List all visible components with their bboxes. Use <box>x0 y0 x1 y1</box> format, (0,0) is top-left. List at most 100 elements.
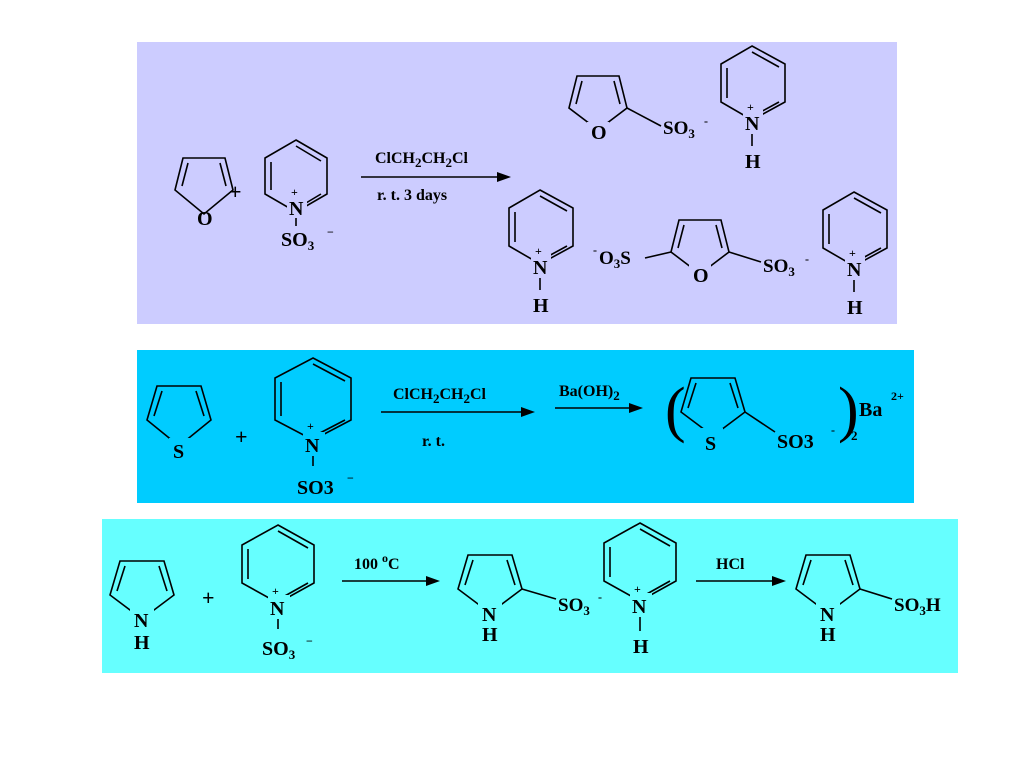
open-parenthesis: ( <box>665 376 686 444</box>
plus-sign: + <box>202 585 215 610</box>
positive-charge: + <box>535 244 542 258</box>
reaction-arrow <box>342 576 440 586</box>
pyrrole-2-sulfonic-acid-product: N H SO3H <box>795 554 941 646</box>
panel-background <box>102 519 958 673</box>
reaction-panel-furan: O + N + SO3 − ClCH2CH2Cl r. t. 3 days O … <box>137 42 897 324</box>
label-mask <box>701 428 723 450</box>
reaction-arrow <box>696 576 786 586</box>
pyridinium-cation: N + H <box>508 189 574 317</box>
furan-ring <box>174 157 234 216</box>
nitrogen-label: N <box>305 435 320 457</box>
oxygen-label: O <box>591 122 607 144</box>
close-parenthesis: ) <box>838 376 859 444</box>
furan-double-bond-right <box>613 80 621 105</box>
pyrrole-double-bond-left <box>116 565 126 592</box>
negative-charge: − <box>306 634 313 648</box>
pyridine-double-bond-a <box>295 145 322 162</box>
nitrogen-label: N <box>289 198 304 220</box>
pyridinium-cation: N + H <box>720 45 786 173</box>
sulfur-label: S <box>705 433 716 455</box>
pyridine-sulfur-trioxide: N + SO3 − <box>274 357 354 499</box>
negative-charge: - <box>831 423 835 437</box>
label-mask <box>845 256 865 278</box>
hydrogen-label: H <box>820 624 836 646</box>
positive-charge: + <box>307 419 314 433</box>
o3s-label: O3S <box>599 248 631 271</box>
panel-background <box>137 350 914 503</box>
label-mask <box>169 438 191 460</box>
furan-double-bond-left <box>181 162 189 187</box>
nitrogen-label: N <box>745 113 760 135</box>
so3-label: SO3 <box>777 431 814 453</box>
positive-charge: + <box>634 582 641 596</box>
pyridine-double-bond-a <box>539 195 568 212</box>
pyridine-double-bond-a <box>277 530 309 549</box>
reaction-scheme-furan: O + N + SO3 − ClCH2CH2Cl r. t. 3 days O … <box>137 42 897 324</box>
hydrogen-label: H <box>134 632 150 654</box>
oxygen-label: O <box>197 208 213 230</box>
label-mask <box>130 607 154 629</box>
pyridinium-cation: N + H <box>822 191 888 319</box>
nitrogen-label: N <box>482 604 497 626</box>
s-c-bond <box>644 251 672 259</box>
hydrogen-label: H <box>745 151 761 173</box>
panel-background <box>137 42 897 324</box>
nitrogen-label: N <box>820 604 835 626</box>
stoichiometry-subscript: 2 <box>851 428 858 443</box>
furan-double-bond-right <box>715 224 723 249</box>
plus-sign: + <box>235 424 248 449</box>
pyrrole-double-bond-right <box>506 559 516 586</box>
pyrrole-molecule: N H <box>109 560 175 654</box>
furan-double-bond-right <box>219 162 227 187</box>
nitrogen-label: N <box>533 257 548 279</box>
reaction-temperature: 100 oC <box>354 551 400 573</box>
reagent-hydrochloric-acid: HCl <box>716 556 745 573</box>
pyridine-double-bond-a <box>853 197 882 214</box>
reaction-time-temperature: r. t. 3 days <box>377 187 447 204</box>
so3-label: SO3 <box>281 229 315 253</box>
thiophene-2-sulfonate: S SO3 - <box>680 377 835 455</box>
negative-charge: - <box>598 590 602 604</box>
oxygen-label: O <box>693 265 709 287</box>
sulfur-label: S <box>173 441 184 463</box>
label-mask <box>816 601 840 623</box>
barium-thiophene-sulfonate: ( S SO3 - ) 2 Ba 2+ <box>665 376 904 455</box>
reaction-panel-thiophene: S + N + SO3 − ClCH2CH2Cl r. t. Ba(OH)2 (… <box>137 350 914 503</box>
barium-label: Ba <box>859 399 882 421</box>
label-mask <box>268 595 290 617</box>
negative-charge: - <box>704 114 708 128</box>
reaction-solvent: ClCH2CH2Cl <box>375 150 469 170</box>
nitrogen-label: N <box>134 610 149 632</box>
positive-charge: + <box>747 100 754 114</box>
reagent-barium-hydroxide: Ba(OH)2 <box>559 383 620 403</box>
label-mask <box>743 110 763 132</box>
hydrogen-label: H <box>482 624 498 646</box>
positive-charge: + <box>272 584 279 598</box>
c-s-bond <box>521 588 557 600</box>
pyridine-sulfur-trioxide: N + SO3 − <box>264 139 334 253</box>
so3-label: SO3 <box>297 477 334 499</box>
nitrogen-label: N <box>270 598 285 620</box>
pyridine-double-bond-a <box>312 363 346 382</box>
positive-charge: + <box>849 246 856 260</box>
reaction-arrow <box>555 403 643 413</box>
label-mask <box>587 122 609 142</box>
nitrogen-label: N <box>632 596 647 618</box>
reaction-solvent: ClCH2CH2Cl <box>393 386 487 406</box>
negative-charge: − <box>347 471 354 485</box>
label-mask <box>478 601 502 623</box>
pyridine-double-bond-a <box>751 51 780 68</box>
reaction-arrow <box>381 407 535 417</box>
label-mask <box>630 593 652 615</box>
reaction-panel-pyrrole: N H + N + SO3 − 100 oC N H SO3 - <box>102 519 958 673</box>
pyrrole-double-bond-right <box>158 565 168 592</box>
hydrogen-label: H <box>533 295 549 317</box>
thiophene-double-bond-right <box>729 382 739 409</box>
pyrrole-double-bond-left <box>464 559 474 586</box>
negative-charge: - <box>805 252 809 266</box>
thiophene-double-bond-left <box>153 390 163 417</box>
so3-label: SO3 <box>558 595 590 618</box>
label-mask <box>287 196 307 218</box>
hydrogen-label: H <box>633 636 649 658</box>
pyridinium-cation: N + H <box>603 522 677 658</box>
